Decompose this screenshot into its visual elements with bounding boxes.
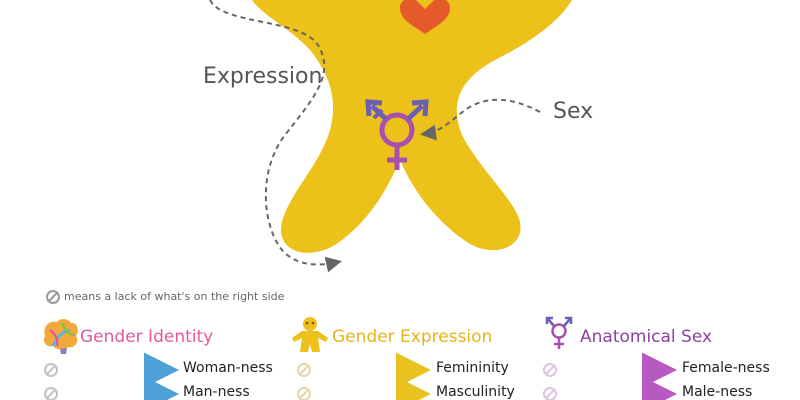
- transgender-symbol-icon: [365, 99, 429, 170]
- legend-item-masculinity: Masculinity: [436, 384, 515, 400]
- sex-dashed-path: [420, 98, 541, 141]
- legend-title-gender-identity: Gender Identity: [80, 327, 214, 347]
- transgender-symbol-small-icon: [545, 316, 573, 349]
- null-icon: [543, 387, 557, 400]
- null-icon: [297, 387, 311, 400]
- null-icon: [44, 363, 58, 377]
- null-note: means a lack of what's on the right side: [64, 290, 285, 303]
- legend-item-femininity: Femininity: [436, 360, 509, 376]
- null-icon: [297, 363, 311, 377]
- gingerbread-icon: [292, 317, 328, 352]
- legend-item-female-ness: Female-ness: [682, 360, 770, 376]
- null-icon: [44, 387, 58, 400]
- legend-item-woman-ness: Woman-ness: [183, 360, 273, 376]
- brain-icon: [43, 319, 78, 354]
- legend-item-man-ness: Man-ness: [183, 384, 250, 400]
- null-icon: [543, 363, 557, 377]
- sex-label: Sex: [553, 99, 594, 124]
- legend-item-male-ness: Male-ness: [682, 384, 753, 400]
- heart-icon: [400, 0, 450, 34]
- null-icon: [46, 290, 60, 304]
- expression-dashed-path: [209, 0, 342, 273]
- expression-label: Expression: [203, 64, 323, 89]
- legend-title-gender-expression: Gender Expression: [332, 327, 493, 347]
- legend-title-anatomical-sex: Anatomical Sex: [580, 327, 713, 347]
